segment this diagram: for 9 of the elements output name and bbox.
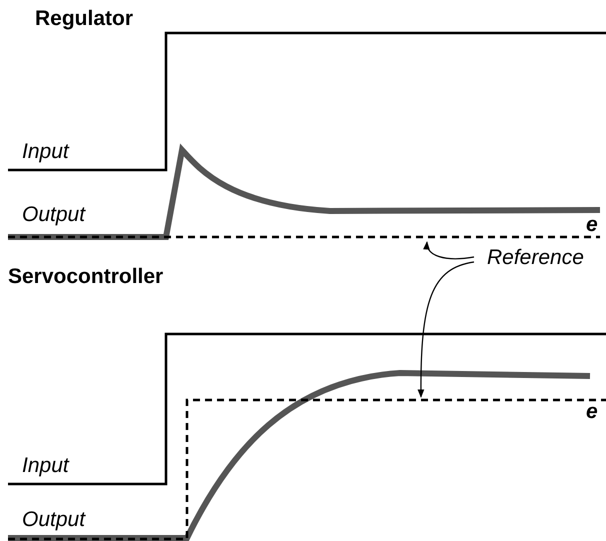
leader-line — [418, 261, 474, 398]
section-title: Servocontroller — [8, 266, 164, 287]
error-label: e — [586, 401, 598, 422]
section-title: Regulator — [35, 8, 134, 29]
signal-label: Input — [22, 455, 69, 476]
dashed-reference-line — [8, 398, 606, 540]
leader-line — [424, 241, 474, 260]
signal-label: Output — [22, 509, 86, 530]
reference-label: Reference — [487, 247, 584, 268]
